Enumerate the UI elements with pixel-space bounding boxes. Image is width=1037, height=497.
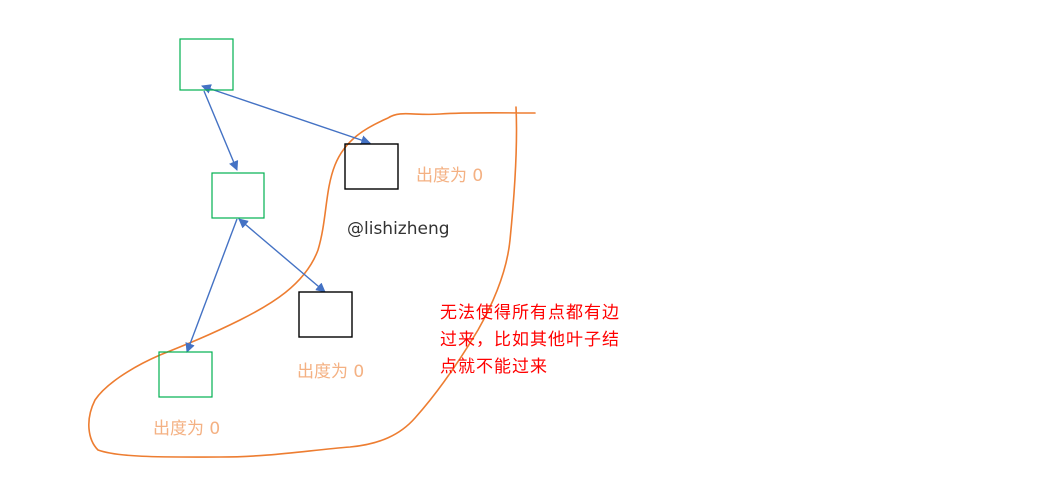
node-root bbox=[179, 38, 234, 91]
enclosure-curve bbox=[88, 106, 536, 458]
annotation-note: 无法使得所有点都有边过来，比如其他叶子结点就不能过来 bbox=[440, 303, 620, 377]
node-middle bbox=[211, 172, 265, 219]
outdegree-label-middle: 出度为 0 bbox=[297, 362, 365, 382]
node-leaf-center bbox=[298, 291, 353, 338]
watermark-text: @lishizheng bbox=[347, 219, 450, 239]
edge-middle-to-bottom-left bbox=[185, 218, 238, 353]
edge-root-to-middle bbox=[203, 90, 239, 171]
edge-root-to-leaf-right bbox=[201, 84, 371, 145]
outdegree-label-bottom-left: 出度为 0 bbox=[153, 419, 221, 439]
node-bottom-left bbox=[158, 351, 213, 398]
node-leaf-right bbox=[344, 143, 399, 190]
outdegree-label-top-right: 出度为 0 bbox=[416, 166, 484, 186]
edge-middle-to-leaf-center bbox=[238, 218, 326, 293]
